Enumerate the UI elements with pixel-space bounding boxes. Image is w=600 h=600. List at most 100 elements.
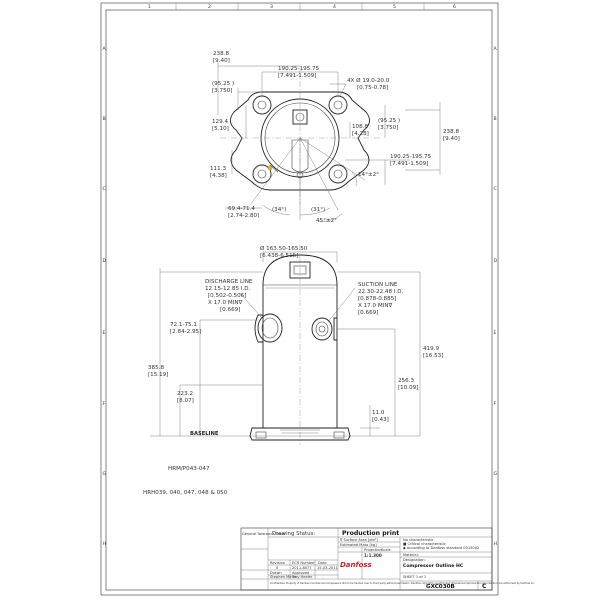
dim-95-25-left: (95.25 ) xyxy=(212,81,234,87)
dim-238-8-right-in: [9.40] xyxy=(443,136,460,142)
discharge-line-min-in: [0.669] xyxy=(220,307,240,313)
dim-108-8: 108.8 xyxy=(352,124,368,130)
dim-223-2: 223.2 xyxy=(177,391,193,397)
projection-label: Projection xyxy=(364,548,382,552)
dim-190-25-top-in: [7.491-1.509] xyxy=(278,73,316,79)
dim-129-4-in: [5.10] xyxy=(212,126,229,132)
zone-labels-side: A B C D E F G H A B C D E F G H xyxy=(103,46,498,547)
designation-label: Designation: xyxy=(403,558,426,562)
zone-right-A: A xyxy=(494,46,498,52)
dim-419-9-in: [16.53] xyxy=(423,353,443,359)
baseline-label: BASELINE xyxy=(190,431,219,437)
dim-256-3-in: [10.09] xyxy=(398,385,418,391)
dim-223-2-in: [8.07] xyxy=(177,398,194,404)
drawn-value: Stephen Miner xyxy=(270,575,297,579)
zone-left-E: E xyxy=(103,330,106,336)
dim-256-3: 256.3 xyxy=(398,378,414,384)
note-critical: ■ Critical characteristic xyxy=(403,542,446,546)
material-label: Material: xyxy=(403,553,419,557)
suction-line-min-in: [0.669] xyxy=(358,310,378,316)
dim-11-0: 11.0 xyxy=(372,410,385,416)
dim-34deg: (34°) xyxy=(272,207,286,213)
note-standard: ◆ According to Danfoss standard 0015002 xyxy=(403,546,479,550)
dim-111-3: 111.3 xyxy=(210,166,226,172)
outer-frame xyxy=(100,2,499,596)
dim-14deg: 14°±2° xyxy=(358,172,379,178)
discharge-line-label: DISCHARGE LINE xyxy=(205,279,253,285)
zone-right-F: F xyxy=(494,401,497,407)
zone-left-C: C xyxy=(103,186,106,192)
dim-shell-diameter: Ø 163.50-165.50 xyxy=(260,245,308,252)
zone-top-1: 1 xyxy=(148,4,151,10)
danfoss-logo: Danfoss xyxy=(340,561,372,569)
dim-129-4: 129.4 xyxy=(212,119,228,125)
dim-11-0-in: [0.43] xyxy=(372,417,389,423)
dim-95-25-right: (95.25 ) xyxy=(378,118,400,124)
zone-right-E: E xyxy=(494,330,497,336)
zone-labels-top: 1 2 3 4 5 6 xyxy=(148,3,456,10)
drawing-status: Production print xyxy=(342,530,399,537)
suction-line-id-in: [0.878-0.885] xyxy=(358,296,396,302)
date-header: Date xyxy=(318,561,327,565)
inner-frame xyxy=(105,9,493,591)
zone-top-2: 2 xyxy=(208,4,211,10)
zone-left-G: G xyxy=(103,471,107,477)
sheet-label: SHEET 1 of 1 xyxy=(403,575,426,579)
top-view: 238.8 [9.40] 190.25-195.75 [7.491-1.509]… xyxy=(210,51,460,224)
dim-69-4-in: [2.74-2.80] xyxy=(228,213,259,219)
scale-value: 1:1.300 xyxy=(364,553,382,558)
general-tolerance-label: General Tolerance Table xyxy=(242,532,286,536)
revision-value: 0 xyxy=(276,566,279,570)
zone-right-G: G xyxy=(494,471,498,477)
dim-shell-diameter-in: [6.438-6.515] xyxy=(260,253,298,259)
zone-top-5: 5 xyxy=(393,4,396,10)
zone-left-A: A xyxy=(103,46,107,52)
suction-line-min: X 17.0 MIN∇ xyxy=(358,303,393,309)
drawing-number: GXC030B xyxy=(426,584,455,590)
zone-right-C: C xyxy=(494,186,497,192)
zone-right-H: H xyxy=(494,541,497,547)
dim-95-25-right-in: [3.750] xyxy=(378,125,398,131)
dim-95-25-left-in: [3.750] xyxy=(212,88,232,94)
dim-238-8-left-in: [9.40] xyxy=(213,58,230,64)
zone-top-4: 4 xyxy=(333,4,336,10)
zone-left-F: F xyxy=(103,401,106,407)
model-note-1: HRM/P043-047 xyxy=(168,466,210,472)
dim-45deg: 45°±2° xyxy=(316,218,337,224)
zone-left-H: H xyxy=(103,541,106,547)
ecr-value: 2011-8077 xyxy=(292,566,312,570)
model-note-2: HRH039, 040, 047, 048 & 050 xyxy=(143,490,228,496)
surface-area-label: ∇ Surface Area [dm²] xyxy=(339,538,378,542)
dim-419-9: 419.9 xyxy=(423,346,439,352)
dim-385-8-in: [15.19] xyxy=(148,372,168,378)
title-block: General Tolerance Table Drawing Status: … xyxy=(240,527,535,591)
dim-385-8: 385.8 xyxy=(148,365,164,371)
sheet-size: C xyxy=(482,583,487,590)
dim-69-4: 69.4-71.4 xyxy=(228,206,255,212)
discharge-line-id-in: [0.502-0.506] xyxy=(208,293,246,299)
note-no-characteristic: No characteristic xyxy=(403,538,434,542)
dim-72-1-in: [2.84-2.95] xyxy=(170,329,201,335)
approved-value: Troy Heeler xyxy=(291,575,313,579)
discharge-line-id: 12.15-12.85 I.D. xyxy=(205,286,251,292)
discharge-line-min: X 17.0 MIN∇ xyxy=(208,300,243,306)
suction-line-label: SUCTION LINE xyxy=(358,282,398,288)
ecr-header: ECR Number xyxy=(292,561,315,565)
scale-label: Scale xyxy=(381,548,391,552)
dim-72-1: 72.1-75.1 xyxy=(170,322,197,328)
zone-left-B: B xyxy=(103,116,106,122)
confidential-note: Confidential: Property of Danfoss Commer… xyxy=(270,582,535,585)
dim-190-25-top: 190.25-195.75 xyxy=(278,66,320,72)
dim-111-3-in: [4.38] xyxy=(210,173,227,179)
zone-left-D: D xyxy=(103,258,107,264)
dim-108-8-in: [4.28] xyxy=(352,131,369,137)
dim-hole-in: [0.75-0.78] xyxy=(357,85,388,91)
dim-190-25-right: 190.25-195.75 xyxy=(390,154,432,160)
drawn-header: Drawn xyxy=(270,571,282,575)
drawing-status-label: Drawing Status: xyxy=(272,531,315,537)
zone-top-6: 6 xyxy=(453,4,456,10)
mass-label: Estimated Mass [kg] xyxy=(340,543,377,547)
approved-header: Approved xyxy=(292,571,309,575)
dim-hole: 4X Ø 19.0-20.0 xyxy=(347,77,390,84)
